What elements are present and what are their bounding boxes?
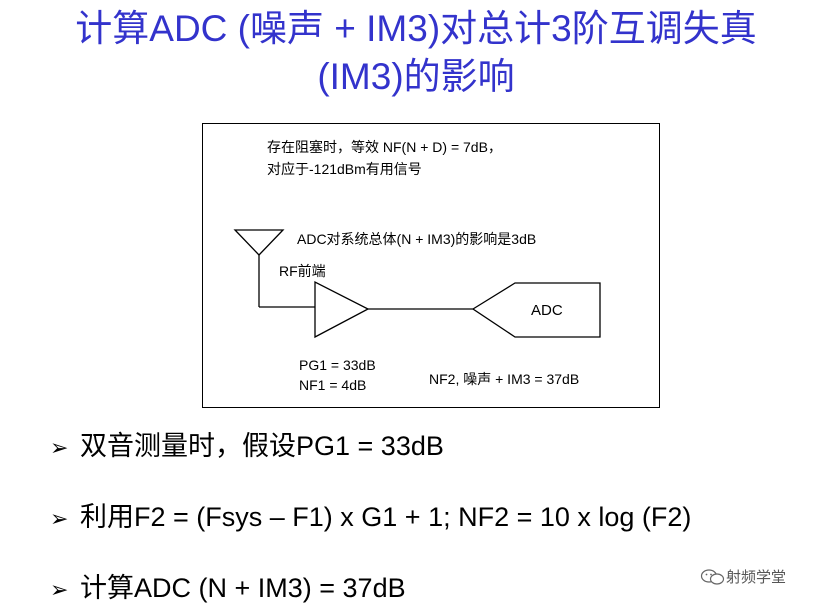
bullet-text: 计算ADC (N + IM3) = 37dB: [80, 573, 406, 603]
antenna-icon: [233, 229, 285, 256]
watermark-text: 射频学堂: [726, 569, 787, 586]
wechat-icon: [700, 569, 726, 585]
watermark: 射频学堂: [700, 566, 786, 587]
blocker-note-line1: 存在阻塞时，等效 NF(N + D) = 7dB，: [267, 139, 502, 155]
bullet-item: ➢ 利用F2 = (Fsys – F1) x G1 + 1; NF2 = 10 x…: [50, 501, 691, 535]
slide-title-line1: 计算ADC (噪声 + IM3)对总计3阶互调失真: [75, 8, 757, 49]
adc-block: [471, 282, 601, 338]
pg1-label: PG1 = 33dB: [299, 357, 376, 373]
arrow-bullet-icon: ➢: [50, 435, 69, 460]
arrow-bullet-icon: ➢: [50, 506, 69, 531]
amplifier-icon: [314, 280, 370, 339]
adc-effect-label: ADC对系统总体(N + IM3)的影响是3dB: [297, 231, 537, 247]
nf1-label: NF1 = 4dB: [299, 377, 367, 393]
bullet-text: 利用F2 = (Fsys – F1) x G1 + 1; NF2 = 10 x …: [80, 502, 692, 532]
block-diagram: 存在阻塞时，等效 NF(N + D) = 7dB， 对应于-121dBm有用信号…: [202, 123, 660, 408]
slide-title-line2: (IM3)的影响: [317, 56, 515, 97]
blocker-note-line2: 对应于-121dBm有用信号: [267, 161, 422, 177]
rf-frontend-label: RF前端: [279, 263, 326, 279]
bullet-text: 双音测量时，假设PG1 = 33dB: [80, 431, 444, 461]
bullet-item: ➢ 计算ADC (N + IM3) = 37dB: [50, 572, 406, 606]
diagram-wiring: [233, 229, 601, 339]
bullet-item: ➢ 双音测量时，假设PG1 = 33dB: [50, 430, 444, 464]
arrow-bullet-icon: ➢: [50, 577, 69, 602]
adc-label: ADC: [531, 302, 563, 319]
nf2-label: NF2, 噪声 + IM3 = 37dB: [429, 371, 580, 387]
